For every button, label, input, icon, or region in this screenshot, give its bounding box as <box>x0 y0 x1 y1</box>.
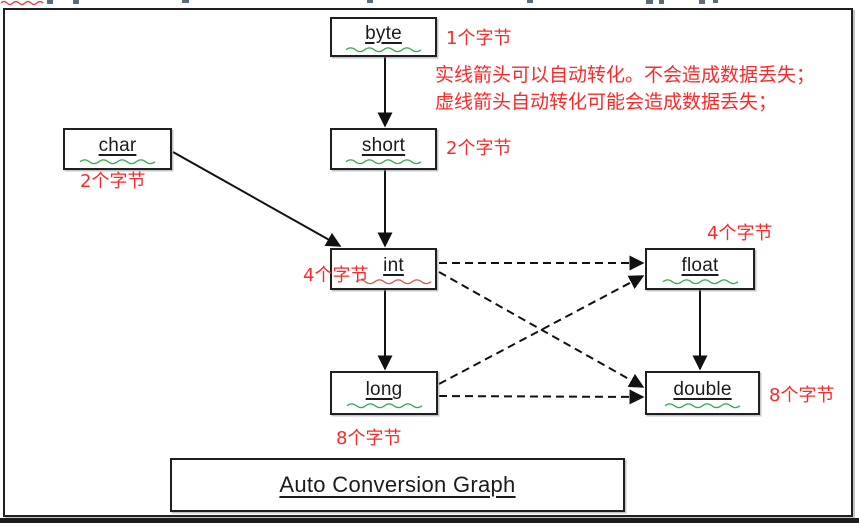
spellcheck-squiggle <box>663 278 738 283</box>
size-label-short: 2个字节 <box>446 138 512 159</box>
edge-char-int <box>172 151 342 247</box>
node-short: short <box>330 128 437 170</box>
arrow-legend: 实线箭头可以自动转化。不会造成数据丢失； 虚线箭头自动转化可能会造成数据丢失； <box>435 62 815 116</box>
node-long: long <box>330 371 438 415</box>
node-float: float <box>645 248 755 290</box>
spellcheck-squiggle <box>665 402 740 407</box>
size-label-byte: 1个字节 <box>446 28 512 49</box>
size-label-float: 4个字节 <box>707 223 773 244</box>
size-label-int: 4个字节 <box>303 265 369 286</box>
legend-line-solid: 实线箭头可以自动转化。不会造成数据丢失； <box>435 64 816 86</box>
node-int-label: int <box>383 255 404 276</box>
spellcheck-squiggle <box>347 402 422 407</box>
node-short-label: short <box>361 135 406 156</box>
node-char: char <box>63 128 172 170</box>
node-long-label: long <box>365 379 403 400</box>
edge-int-double-dashed <box>438 271 645 388</box>
clipped-text-fragments <box>0 0 718 6</box>
diagram-title: Auto Conversion Graph <box>279 472 516 497</box>
node-double-label: double <box>673 379 732 400</box>
legend-line-dashed: 虚线箭头自动转化可能会造成数据丢失； <box>435 91 778 113</box>
node-float-label: float <box>681 255 719 276</box>
spellcheck-squiggle <box>80 158 155 163</box>
size-label-double: 8个字节 <box>769 385 835 406</box>
size-label-long: 8个字节 <box>336 428 402 449</box>
node-int: int <box>330 248 437 290</box>
page-bottom-rule <box>0 518 859 523</box>
size-label-char: 2个字节 <box>80 171 146 192</box>
spellcheck-squiggle <box>346 46 421 51</box>
node-byte: byte <box>330 17 437 57</box>
node-char-label: char <box>98 135 137 156</box>
node-double: double <box>645 371 760 415</box>
spellcheck-squiggle-red <box>356 278 431 283</box>
node-byte-label: byte <box>365 23 402 44</box>
red-squiggle-fragment <box>0 0 44 6</box>
diagram-title-box: Auto Conversion Graph <box>170 458 625 512</box>
diagram-border <box>3 8 853 517</box>
gray-text-fragments <box>47 0 718 4</box>
edge-long-double-dashed <box>438 389 645 405</box>
spellcheck-squiggle <box>346 158 421 163</box>
